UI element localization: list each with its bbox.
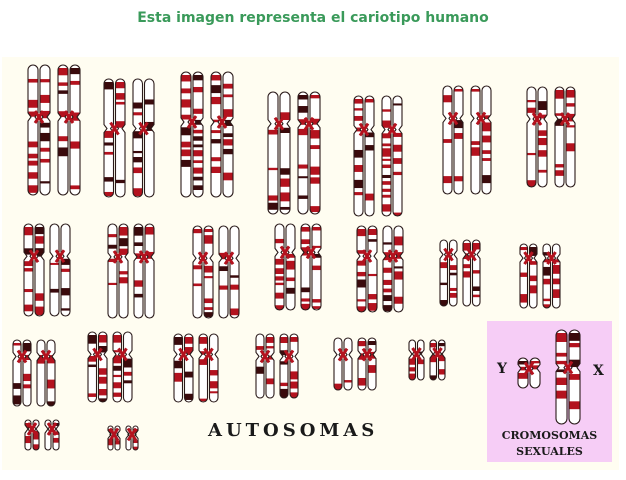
chromosome-pair-21 bbox=[24, 419, 60, 451]
chromosome-pair-18 bbox=[255, 333, 299, 399]
chromosome-pair-16 bbox=[87, 331, 133, 403]
sex-chromosomes-label: CROMOSOMAS SEXUALES bbox=[487, 428, 612, 460]
chromosome-pair-22 bbox=[107, 425, 139, 451]
chromosome-pair-4 bbox=[267, 91, 321, 215]
chromosome-pair-13 bbox=[439, 239, 481, 307]
chromosome-pair-2 bbox=[103, 78, 155, 198]
chromosome-pair-19 bbox=[333, 337, 377, 391]
chromosome-pair-7 bbox=[526, 86, 576, 188]
x-chromosome bbox=[555, 329, 581, 425]
chromosome-pair-8 bbox=[23, 223, 71, 317]
sex-label-line1: CROMOSOMAS bbox=[501, 429, 598, 442]
chromosome-pair-15 bbox=[12, 339, 56, 407]
y-chromosome-label: Y bbox=[497, 361, 507, 377]
sex-label-line2: SEXUALES bbox=[516, 445, 583, 458]
chromosome-pair-17 bbox=[173, 333, 219, 403]
autosomes-label: AUTOSOMAS bbox=[208, 420, 379, 441]
chromosome-pair-9 bbox=[107, 223, 155, 319]
chromosome-pair-14 bbox=[519, 243, 561, 309]
x-chromosome-label: X bbox=[593, 363, 604, 379]
chromosome-pair-11 bbox=[274, 223, 322, 311]
page-title: Esta imagen representa el cariotipo huma… bbox=[137, 10, 489, 26]
chromosome-pair-20 bbox=[408, 339, 446, 381]
chromosome-pair-6 bbox=[442, 85, 492, 195]
sex-chromosomes-box bbox=[487, 321, 612, 462]
chromosome-pair-5 bbox=[353, 95, 403, 217]
chromosome-pair-3 bbox=[180, 71, 234, 198]
y-chromosome bbox=[517, 357, 541, 389]
chromosome-pair-10 bbox=[192, 225, 240, 319]
chromosome-pair-12 bbox=[356, 225, 404, 313]
chromosome-pair-1 bbox=[27, 64, 81, 196]
